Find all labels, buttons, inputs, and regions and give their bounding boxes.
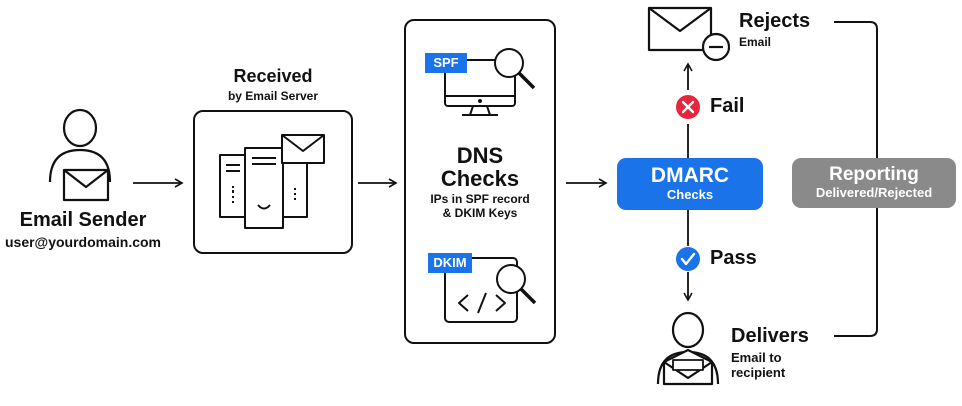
email-server-icon [219, 134, 325, 229]
dmarc-subtitle: Checks [666, 187, 714, 202]
fail-label: Fail [710, 95, 745, 117]
dns-title-line1: DNS [456, 143, 504, 168]
reporting-pill: Reporting Delivered/Rejected [792, 158, 956, 208]
received-subtitle: by Email Server [227, 89, 319, 103]
email-sender-icon [48, 108, 112, 202]
dkim-badge: DKIM [428, 253, 472, 273]
recipient-icon [656, 311, 720, 386]
delivers-subtitle-line1: Email to [731, 350, 782, 365]
spf-badge: SPF [425, 53, 467, 73]
email-sender-title: Email Sender [19, 209, 147, 231]
fail-x-icon [676, 95, 700, 119]
dkim-code-icon [444, 257, 537, 323]
reporting-title: Reporting [829, 164, 919, 185]
dns-detail-line2: & DKIM Keys [442, 206, 518, 220]
delivers-subtitle-line2: recipient [731, 365, 786, 380]
dmarc-title: DMARC [650, 164, 730, 187]
delivers-title: Delivers [731, 325, 809, 347]
dmarc-checks-pill: DMARC Checks [617, 158, 763, 210]
rejects-title: Rejects [739, 10, 811, 32]
reporting-subtitle: Delivered/Rejected [815, 185, 933, 200]
rejects-subtitle: Email [739, 35, 772, 49]
pass-label: Pass [710, 247, 757, 269]
received-title: Received [233, 66, 313, 86]
dns-detail-line1: IPs in SPF record [430, 192, 530, 206]
dns-title-line2: Checks [440, 166, 520, 191]
email-sender-address: user@yourdomain.com [4, 234, 162, 250]
rejects-envelope-icon [647, 6, 731, 62]
pass-check-icon [676, 247, 700, 271]
